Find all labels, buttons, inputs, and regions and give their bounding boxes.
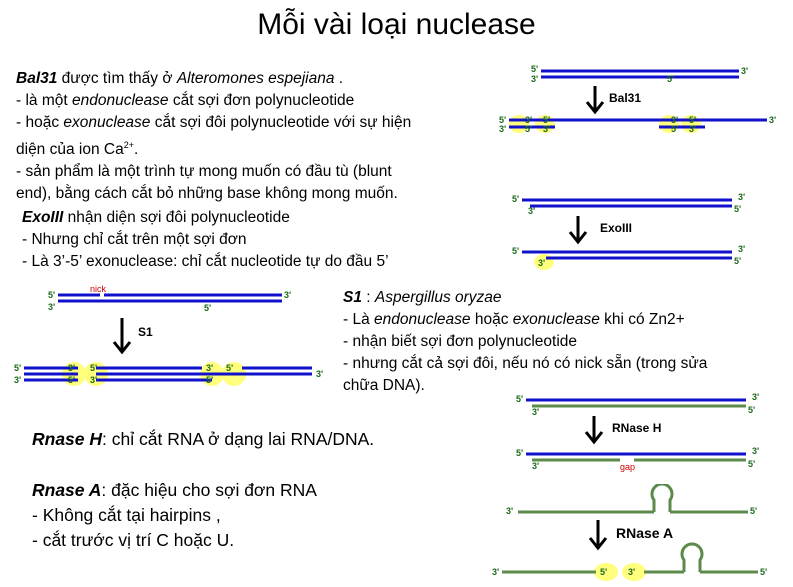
bal31-text-block: Bal31 được tìm thấy ở Alteromones espeji… [16,68,411,205]
svg-text:3': 3' [543,124,550,134]
svg-text:5': 5' [543,115,550,125]
s1-name: S1 [343,289,362,306]
rnaseA-line-2: - Không cắt tại hairpins , [32,505,221,525]
rnaseH-diagram: 5' 3' 3' 5' RNase H 5' 3' 3' gap 5' [516,392,759,472]
svg-text:5': 5' [206,375,213,385]
svg-text:5': 5' [748,459,755,469]
svg-text:5': 5' [90,363,97,373]
svg-text:3': 3' [316,369,323,379]
svg-text:3': 3' [538,258,545,268]
s1-line-1: S1 : Aspergillus oryzae [343,289,502,306]
svg-text:5': 5' [204,303,211,313]
svg-text:3': 3' [68,363,75,373]
svg-text:5': 5' [525,124,532,134]
s1-line-2: - Là endonuclease hoặc exonuclease khi c… [343,311,685,328]
rnaseH-text-block: Rnase H: chỉ cắt RNA ở dạng lai RNA/DNA. [32,429,375,449]
svg-text:5': 5' [667,74,674,84]
s1-line-3: - nhận biết sợi đơn polynucleotide [343,333,578,350]
svg-text:5': 5' [512,194,519,204]
bal31-line-1: Bal31 được tìm thấy ở Alteromones espeji… [16,70,344,87]
bal31-line-2: - là một endonuclease cắt sợi đơn polynu… [16,92,355,109]
exo3-line-1: ExoIII nhận diện sợi đôi polynucleotide [22,209,290,226]
svg-text:3': 3' [689,124,696,134]
svg-text:3': 3' [671,115,678,125]
s1-text-block: S1 : Aspergillus oryzae - Là endonucleas… [343,287,707,397]
bal31-name: Bal31 [16,70,58,87]
svg-text:5': 5' [516,394,523,404]
svg-text:5': 5' [68,375,75,385]
svg-text:5': 5' [689,115,696,125]
svg-text:5': 5' [760,567,767,577]
bal31-line-6: end), bằng cách cắt bỏ những base không … [16,185,398,203]
svg-text:3': 3' [531,74,538,84]
exo3-text-block: ExoIII nhận diện sợi đôi polynucleotide … [22,207,389,273]
rnaseA-diagram: 3' 5' RNase A 3' 5' 3' 5' [492,484,767,581]
bal31-line-4: diện của ion Ca2+. [16,140,139,159]
svg-text:5': 5' [226,363,233,373]
svg-text:5': 5' [600,567,607,577]
exo3-arrow-label: ExoIII [600,221,632,235]
svg-text:3': 3' [492,567,499,577]
page-title: Mỗi vài loại nuclease [257,8,536,41]
exo3-name: ExoIII [22,209,64,226]
svg-text:3': 3' [741,66,748,76]
s1-diagram: 5' nick 3' 3' 5' S1 5' 3' 3' 5' 5' 3' 3'… [14,284,323,386]
exo3-line-2: - Nhưng chỉ cắt trên một sợi đơn [22,231,247,248]
svg-text:3': 3' [738,244,745,254]
s1-arrow-label: S1 [138,325,153,339]
exo3-line-3: - Là 3’-5’ exonuclease: chỉ cắt nucleoti… [22,253,389,270]
nick-label: nick [90,284,107,294]
svg-text:3': 3' [90,375,97,385]
svg-text:3': 3' [752,446,759,456]
exo3-diagram: 5' 3' 3' 5' ExoIII 5' 3' 3' 5' [512,192,745,270]
s1-line-4: - nhưng cắt cả sợi đôi, nếu nó có nick s… [343,355,708,372]
svg-text:5': 5' [531,64,538,74]
svg-text:3': 3' [752,392,759,402]
rnaseH-arrow-label: RNase H [612,421,661,435]
rnaseH-name: Rnase H [32,429,103,449]
svg-text:3': 3' [48,302,55,312]
svg-text:5': 5' [499,115,506,125]
svg-text:5': 5' [512,246,519,256]
bal31-line-5: - sản phẩm là một trình tự mong muốn có … [16,163,392,181]
svg-text:3': 3' [499,124,506,134]
svg-text:5': 5' [748,405,755,415]
svg-text:5': 5' [671,124,678,134]
svg-text:5': 5' [14,363,21,373]
svg-text:5': 5' [48,290,55,300]
svg-text:5': 5' [734,256,741,266]
rnaseA-text-block: Rnase A: đặc hiệu cho sợi đơn RNA - Khôn… [32,478,317,553]
svg-text:5': 5' [750,506,757,516]
gap-label: gap [620,462,635,472]
bal31-diagram: 5' 3' 3' 5' Bal31 5' 3' 3' 5' 5' 3' 3' 5… [499,64,776,134]
rnaseA-line-1: Rnase A: đặc hiệu cho sợi đơn RNA [32,480,317,500]
svg-text:3': 3' [532,407,539,417]
svg-text:3': 3' [528,206,535,216]
svg-text:3': 3' [769,115,776,125]
svg-text:5': 5' [516,448,523,458]
svg-text:3': 3' [628,567,635,577]
svg-text:3': 3' [738,192,745,202]
svg-text:3': 3' [506,506,513,516]
svg-text:3': 3' [206,363,213,373]
svg-text:3': 3' [284,290,291,300]
svg-text:5': 5' [734,204,741,214]
rnaseA-arrow-label: RNase A [616,525,673,541]
bal31-line-3: - hoặc exonuclease cắt sợi đôi polynucle… [16,114,412,131]
svg-text:3': 3' [14,375,21,385]
svg-text:3': 3' [532,461,539,471]
s1-line-5: chữa DNA). [343,377,425,394]
rnaseA-line-3: - cắt trước vị trí C hoặc U. [32,530,235,550]
svg-text:3': 3' [525,115,532,125]
bal31-arrow-label: Bal31 [609,91,641,105]
rnaseA-name: Rnase A [32,480,102,500]
